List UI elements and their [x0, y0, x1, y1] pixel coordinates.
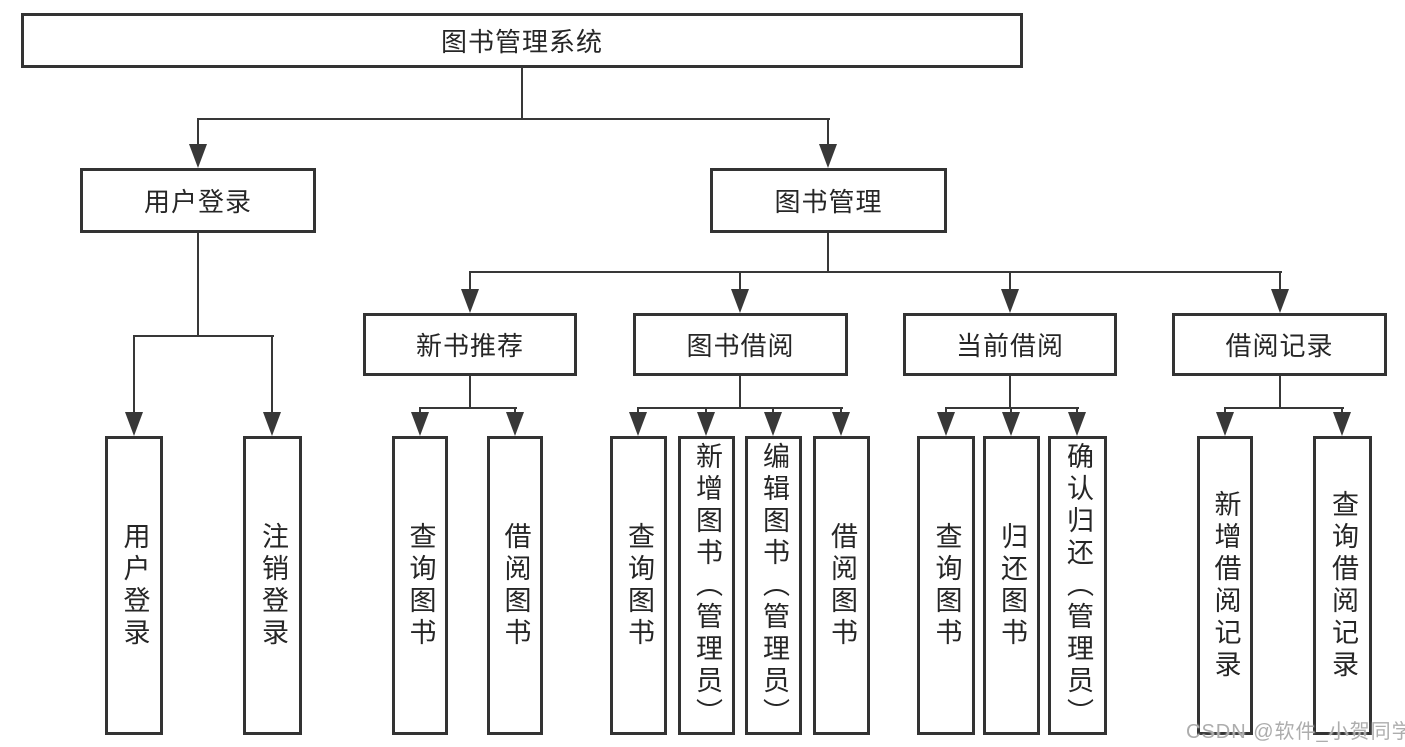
connector-borrow-records-drop	[1279, 271, 1281, 293]
node-leaf-edit-book: 编辑图书（管理员）	[745, 436, 802, 735]
arrow-down-icon	[697, 412, 715, 436]
node-new-book-recommend-label: 新书推荐	[415, 331, 524, 361]
node-leaf-logout-label: 注销登录	[258, 521, 288, 650]
connector-logout-drop	[271, 335, 273, 415]
node-leaf-login: 用户登录	[105, 436, 163, 735]
connector-book-borrow-down	[739, 376, 741, 409]
node-root-label: 图书管理系统	[440, 27, 603, 57]
node-leaf-return-book: 归还图书	[983, 436, 1040, 735]
arrow-down-icon	[1216, 412, 1234, 436]
node-leaf-login-label: 用户登录	[119, 521, 150, 650]
node-book-borrow-label: 图书借阅	[686, 331, 795, 361]
node-borrow-records: 借阅记录	[1172, 313, 1387, 376]
connector-book-management-down	[827, 233, 829, 273]
arrow-down-icon	[506, 412, 524, 436]
connector-borrow-records-down	[1279, 376, 1281, 409]
node-user-login-label: 用户登录	[143, 187, 252, 217]
csdn-watermark: CSDN @软件_小贺同学	[1186, 721, 1405, 743]
arrow-down-icon	[263, 412, 281, 436]
arrow-down-icon	[1068, 412, 1086, 436]
node-leaf-confirm-return: 确认归还（管理员）	[1048, 436, 1107, 735]
connector-user-login-down	[197, 233, 199, 337]
node-leaf-borrow-book: 借阅图书	[813, 436, 870, 735]
node-leaf-edit-book-label: 编辑图书（管理员）	[759, 441, 789, 730]
node-leaf-current-query-book-label: 查询图书	[931, 521, 962, 650]
node-current-borrow: 当前借阅	[903, 313, 1117, 376]
arrow-down-icon	[731, 289, 749, 313]
arrow-down-icon	[764, 412, 782, 436]
node-leaf-current-query-book: 查询图书	[917, 436, 975, 735]
connector-level2-horizontal	[197, 118, 830, 120]
node-new-book-recommend: 新书推荐	[363, 313, 577, 376]
node-leaf-query-record-label: 查询借阅记录	[1328, 489, 1358, 682]
node-leaf-confirm-return-label: 确认归还（管理员）	[1063, 441, 1093, 730]
arrow-down-icon	[629, 412, 647, 436]
connector-new-book-down	[469, 376, 471, 409]
connector-level3-horizontal	[469, 271, 1282, 273]
arrow-down-icon	[1001, 289, 1019, 313]
node-leaf-recommend-borrow-book-label: 借阅图书	[500, 521, 531, 650]
node-leaf-add-record: 新增借阅记录	[1197, 436, 1253, 735]
node-leaf-borrow-query-book: 查询图书	[610, 436, 667, 735]
node-book-management-label: 图书管理	[774, 187, 883, 217]
connector-current-borrow-group-horizontal	[945, 407, 1079, 409]
node-leaf-recommend-borrow-book: 借阅图书	[487, 436, 543, 735]
arrow-down-icon	[937, 412, 955, 436]
connector-new-book-drop	[469, 271, 471, 293]
node-leaf-add-book-label: 新增图书（管理员）	[692, 441, 722, 730]
node-leaf-recommend-query-book-label: 查询图书	[405, 521, 436, 650]
arrow-down-icon	[819, 144, 837, 168]
connector-login-drop	[133, 335, 135, 415]
arrow-down-icon	[189, 144, 207, 168]
connector-borrow-records-group-horizontal	[1224, 407, 1344, 409]
node-leaf-add-record-label: 新增借阅记录	[1210, 489, 1241, 682]
node-user-login: 用户登录	[80, 168, 316, 233]
node-leaf-add-book: 新增图书（管理员）	[678, 436, 735, 735]
connector-user-login-group-horizontal	[133, 335, 274, 337]
node-current-borrow-label: 当前借阅	[955, 331, 1064, 361]
arrow-down-icon	[1271, 289, 1289, 313]
node-leaf-borrow-query-book-label: 查询图书	[624, 521, 654, 650]
arrow-down-icon	[832, 412, 850, 436]
arrow-down-icon	[125, 412, 143, 436]
connector-book-borrow-drop	[739, 271, 741, 293]
arrow-down-icon	[461, 289, 479, 313]
node-book-borrow: 图书借阅	[633, 313, 848, 376]
arrow-down-icon	[1002, 412, 1020, 436]
node-leaf-recommend-query-book: 查询图书	[392, 436, 448, 735]
arrow-down-icon	[1333, 412, 1351, 436]
node-leaf-query-record: 查询借阅记录	[1313, 436, 1372, 735]
connector-current-borrow-drop	[1009, 271, 1011, 293]
node-leaf-borrow-book-label: 借阅图书	[827, 521, 857, 650]
connector-book-borrow-group-horizontal	[637, 407, 843, 409]
connector-book-management-drop	[827, 118, 829, 148]
arrow-down-icon	[411, 412, 429, 436]
node-leaf-logout: 注销登录	[243, 436, 302, 735]
node-book-management: 图书管理	[710, 168, 947, 233]
node-borrow-records-label: 借阅记录	[1225, 331, 1334, 361]
connector-current-borrow-down	[1009, 376, 1011, 409]
node-leaf-return-book-label: 归还图书	[997, 521, 1027, 650]
connector-new-book-group-horizontal	[419, 407, 517, 409]
node-root: 图书管理系统	[21, 13, 1023, 68]
connector-root-down	[521, 67, 523, 119]
connector-user-login-drop	[197, 118, 199, 148]
